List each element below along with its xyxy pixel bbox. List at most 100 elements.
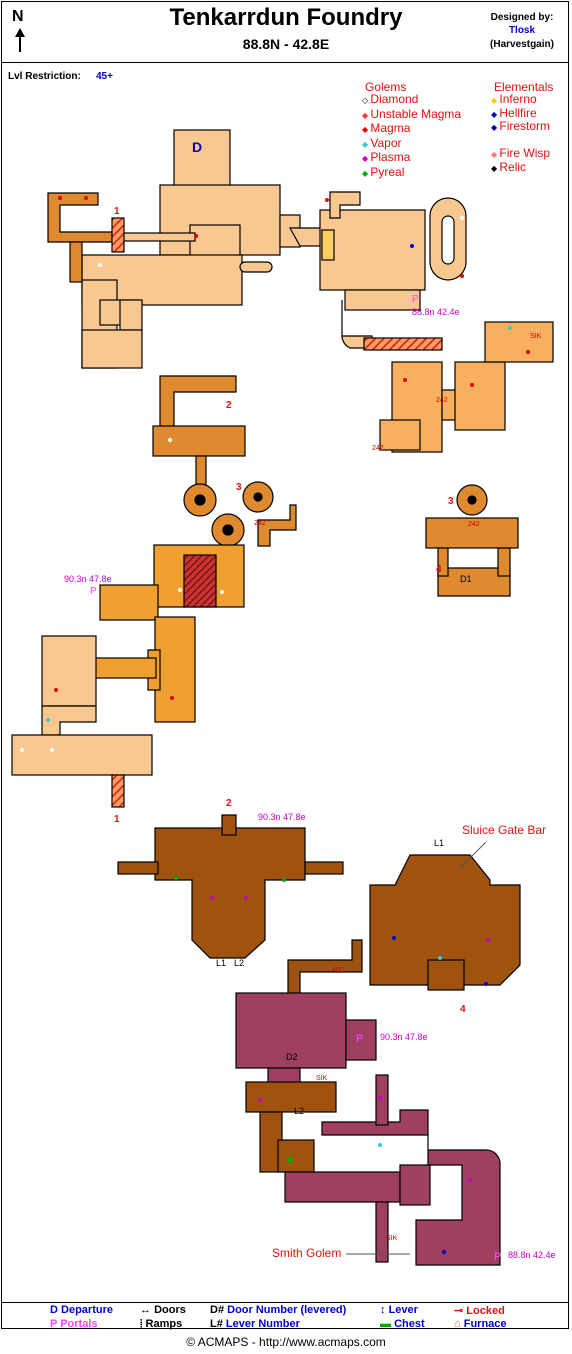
section-lever2: [152, 375, 246, 487]
designer-name: Tlosk: [508, 25, 536, 36]
portal-marker-1: P: [412, 294, 419, 305]
golem-legend-label: Magma: [370, 121, 411, 135]
golem-legend-item: ◇ Diamond: [362, 92, 461, 108]
legend-furnace-label: Furnace: [463, 1318, 507, 1330]
label-4-east: 4: [436, 564, 442, 575]
elemental-marker-icon: ◆: [491, 96, 500, 105]
key-sik-c: SIK: [386, 1235, 398, 1242]
elemental-marker-icon: ◆: [491, 109, 500, 119]
key-242-a: 242: [436, 397, 448, 404]
legend-chest: ▬ Chest: [380, 1318, 425, 1330]
label-l2-west: L2: [234, 958, 244, 968]
label-l1-east: L1: [434, 838, 444, 848]
label-1-upper: 1: [114, 206, 120, 217]
golem-legend-item: ◆ Plasma: [362, 150, 461, 166]
section-purple: [235, 992, 377, 1089]
elementals-list: ◆ Inferno◆ Hellfire◆ Firestorm◆ Fire Wis…: [491, 92, 551, 174]
portal-marker-3: P: [356, 1033, 363, 1045]
label-2-upper: 2: [226, 400, 232, 411]
north-arrow-icon: [15, 28, 25, 52]
section-upper-west-corridors: [47, 192, 113, 283]
golem-legend-label: Unstable Magma: [370, 106, 462, 121]
level-restriction-label: Lvl Restriction:: [8, 71, 81, 82]
elemental-legend-item: ◆ Hellfire: [491, 105, 550, 121]
elementals-title: Elementals: [494, 80, 554, 94]
key-402: 402: [332, 967, 344, 974]
golem-legend-label: Plasma: [370, 150, 411, 164]
golem-marker-icon: ◆: [362, 154, 371, 163]
key-242-b: 242: [372, 445, 384, 452]
elemental-marker-icon: ◆: [491, 163, 500, 173]
smith-golem-label: Smith Golem: [272, 1246, 341, 1260]
elemental-legend-item: ◆ Inferno: [491, 92, 550, 107]
legend-ramps-label: Ramps: [145, 1318, 183, 1330]
portal-marker-2: P: [90, 586, 97, 597]
label-4-lower: 4: [460, 1004, 466, 1015]
legend-door-number: D# Door Number (levered): [210, 1304, 346, 1316]
key-sik-b: SIK: [316, 1075, 328, 1082]
golem-marker-icon: ◇: [362, 96, 371, 105]
legend-lever-label: Lever: [388, 1304, 418, 1316]
section-south-purple: [284, 1074, 501, 1266]
doors-icon: ↔: [140, 1304, 151, 1316]
section-south-brown: [245, 1081, 337, 1173]
section-upper-west: [81, 129, 301, 369]
legend-departure-label: Departure: [61, 1304, 113, 1316]
golems-list: ◇ Diamond◆ Unstable Magma◆ Magma◆ Vapor◆…: [362, 92, 462, 181]
legend-ramps: ⦙ Ramps: [140, 1318, 182, 1331]
key-242-c: 242: [254, 520, 266, 527]
label-1-lower: 1: [114, 814, 120, 825]
portal-coords-88-b: 88.8n 42.4e: [508, 1250, 556, 1260]
elemental-marker-icon: ◆: [491, 150, 500, 159]
level-restriction-value: 45+: [96, 71, 113, 82]
portal-coords-90-b: 90.3n 47.8e: [258, 812, 306, 822]
designer-server: (Harvestgain): [490, 39, 554, 50]
golem-marker-icon: ◆: [362, 168, 371, 178]
designed-by-label: Designed by:: [490, 12, 554, 23]
map-frame: [1, 1, 569, 1329]
legend-departure: D Departure: [50, 1304, 113, 1316]
elemental-legend-label: Firestorm: [499, 119, 551, 133]
elemental-legend-label: Hellfire: [499, 105, 537, 120]
legend-portals-letter: P: [50, 1318, 58, 1330]
departure-marker: D: [192, 139, 202, 155]
golem-marker-icon: ◆: [362, 110, 371, 120]
portal-coords-90-a: 90.3n 47.8e: [64, 574, 112, 584]
section-middle: [91, 544, 245, 723]
label-3-west: 3: [236, 482, 242, 493]
elemental-legend-item: ◆ Firestorm: [491, 119, 551, 134]
legend-divider: [1, 1302, 569, 1303]
lever-icon: ↕: [380, 1304, 386, 1316]
sluice-gate-bar-label: Sluice Gate Bar: [462, 823, 546, 837]
legend-doors: ↔ Doors: [140, 1304, 186, 1316]
portal-coords-90-c: 90.3n 47.8e: [380, 1032, 428, 1042]
label-l2-south: L2: [294, 1106, 304, 1116]
legend-locked-label: Locked: [466, 1305, 505, 1317]
golem-legend-label: Diamond: [370, 92, 419, 106]
legend-door-sym: D#: [210, 1304, 225, 1316]
legend-lever-number-label: Lever Number: [225, 1318, 300, 1330]
elemental-legend-label: Fire Wisp: [499, 146, 551, 160]
section-lower-west: [11, 635, 153, 776]
creature-markers: [20, 196, 530, 1254]
golem-legend-item: ◆ Vapor: [362, 136, 461, 152]
golem-legend-item: ◆ Pyreal: [362, 164, 461, 181]
header-divider: [1, 62, 569, 63]
furnace-icon: ⌂: [454, 1318, 461, 1330]
legend-lever-sym: L#: [210, 1318, 223, 1330]
legend-portals: P Portals: [50, 1318, 98, 1330]
golem-legend-label: Pyreal: [370, 164, 405, 179]
legend-departure-letter: D: [50, 1304, 58, 1316]
label-2-lower: 2: [226, 798, 232, 809]
label-l1-west: L1: [216, 958, 226, 968]
golem-marker-icon: ◆: [362, 125, 371, 134]
label-d2: D2: [286, 1052, 298, 1062]
golem-legend-item: ◆ Magma: [362, 121, 461, 137]
legend-furnace: ⌂ Furnace: [454, 1318, 507, 1330]
golem-marker-icon: ◆: [362, 139, 371, 149]
elemental-legend-label: Relic: [499, 159, 527, 174]
elemental-legend-label: Inferno: [499, 92, 537, 106]
compass-letter: N: [12, 8, 24, 25]
section-upper-east: [288, 191, 426, 349]
golems-title: Golems: [365, 80, 407, 94]
